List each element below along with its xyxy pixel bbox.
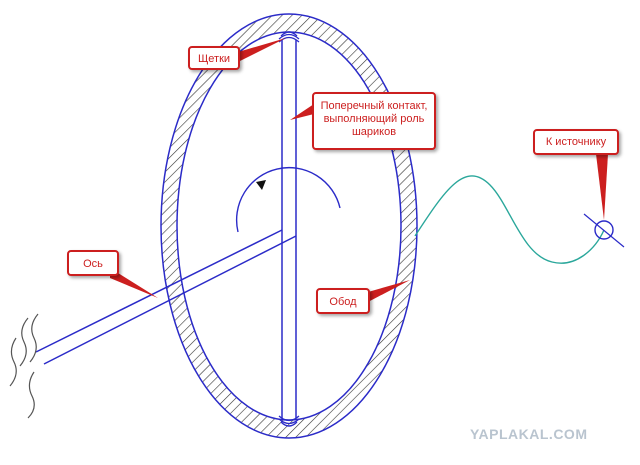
callout-transverse-contact: Поперечный контакт, выполняющий роль шар… bbox=[312, 92, 436, 150]
transverse-contact bbox=[281, 40, 297, 418]
callout-rim: Обод bbox=[316, 288, 370, 314]
leader-brushes bbox=[238, 38, 286, 62]
axle bbox=[35, 229, 297, 365]
leader-axle bbox=[110, 268, 158, 298]
callout-brushes: Щетки bbox=[188, 46, 240, 70]
callout-leaders bbox=[110, 38, 608, 302]
watermark: YAPLAKAL.COM bbox=[470, 426, 588, 442]
leader-contact bbox=[290, 104, 314, 120]
arrowhead-icon bbox=[256, 180, 266, 190]
terminal-icon bbox=[594, 220, 614, 240]
leader-source bbox=[596, 154, 608, 220]
brush-bottom bbox=[278, 415, 300, 427]
rotation-arrow bbox=[235, 166, 341, 233]
callout-to-source: К источнику bbox=[533, 129, 619, 155]
leader-rim bbox=[368, 280, 410, 302]
axle-break-marks bbox=[9, 313, 39, 419]
brush-top bbox=[278, 31, 300, 43]
rim-outer-edge bbox=[160, 13, 418, 439]
callout-axle: Ось bbox=[67, 250, 119, 276]
source-wire bbox=[414, 175, 625, 264]
